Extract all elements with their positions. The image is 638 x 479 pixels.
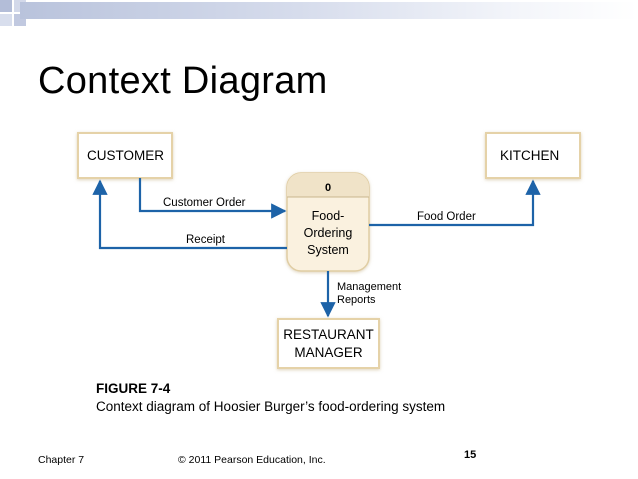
manager-label-line1: RESTAURANT	[283, 327, 374, 342]
customer-label: CUSTOMER	[87, 148, 164, 163]
top-decoration-bar	[20, 2, 638, 19]
process-label-line3: System	[307, 243, 349, 257]
flow-receipt: Receipt	[92, 179, 287, 250]
flow-customer-order: Customer Order	[138, 178, 287, 219]
figure-number: FIGURE 7-4	[96, 381, 171, 396]
flow-management-reports-label-line1: Management	[337, 281, 401, 293]
kitchen-entity: KITCHEN	[485, 132, 581, 179]
flow-receipt-label: Receipt	[186, 234, 226, 246]
slide-title: Context Diagram	[38, 60, 328, 102]
page-number: 15	[464, 449, 477, 461]
figure-caption: Context diagram of Hoosier Burger’s food…	[96, 399, 446, 414]
flow-food-order: Food Order	[369, 179, 541, 227]
process-label-line1: Food-	[312, 209, 345, 223]
flow-management-reports: Management Reports	[320, 271, 401, 318]
manager-label-line2: MANAGER	[294, 345, 363, 360]
customer-entity: CUSTOMER	[77, 132, 173, 179]
kitchen-label: KITCHEN	[500, 148, 559, 163]
process-label-line2: Ordering	[304, 226, 353, 240]
process-food-ordering-system: 0 Food- Ordering System	[286, 172, 370, 272]
footer-copyright: © 2011 Pearson Education, Inc.	[178, 454, 326, 466]
process-id: 0	[325, 182, 331, 194]
flow-customer-order-label: Customer Order	[163, 197, 246, 209]
footer-chapter: Chapter 7	[38, 454, 85, 466]
restaurant-manager-entity: RESTAURANT MANAGER	[277, 318, 380, 369]
flow-food-order-label: Food Order	[417, 211, 476, 223]
flow-management-reports-label-line2: Reports	[337, 294, 376, 306]
